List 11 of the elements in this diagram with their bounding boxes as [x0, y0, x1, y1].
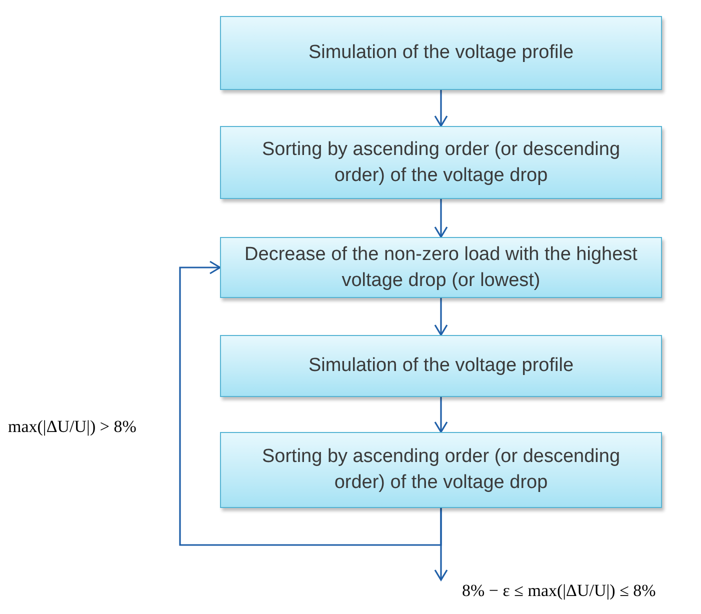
process-box: Sorting by ascending order (or descending order) of the voltage drop — [220, 126, 662, 199]
arrow — [434, 199, 448, 238]
process-box: Decrease of the non-zero load with the highest voltage drop (or lowest) — [220, 237, 662, 298]
process-box: Simulation of the voltage profile — [220, 16, 662, 90]
process-box: Sorting by ascending order (or descending order) of the voltage drop — [220, 432, 662, 508]
arrow — [434, 298, 448, 336]
arrow — [434, 397, 448, 433]
arrow — [179, 260, 442, 546]
arrow — [434, 90, 448, 127]
arrow — [434, 508, 448, 581]
process-box: Simulation of the voltage profile — [220, 335, 662, 397]
